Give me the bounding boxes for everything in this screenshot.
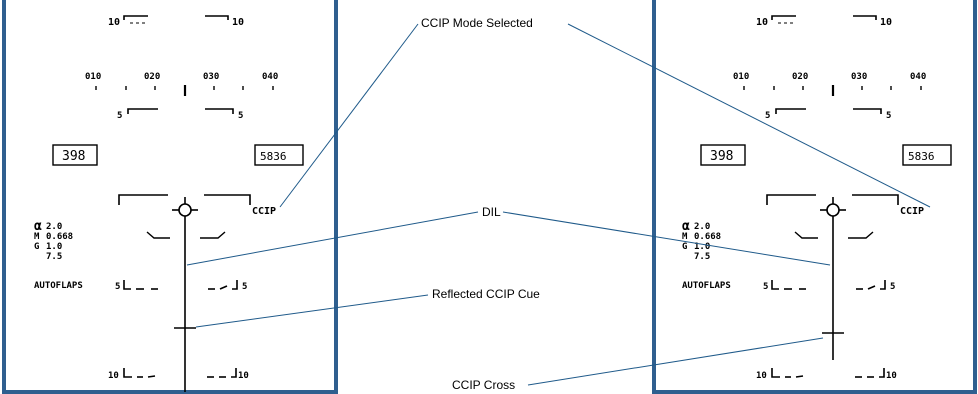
leader-dil-left <box>186 211 479 266</box>
r-pitch-bar-neg5-right-dash2 <box>867 285 876 290</box>
pitch-bar-neg10-left <box>123 368 132 378</box>
pitch-bar-neg5-right <box>232 280 238 290</box>
r-pitch-label-5-left: 5 <box>765 111 770 121</box>
leader-dil-right <box>502 211 831 266</box>
leader-reflected-ccip <box>195 294 429 328</box>
r-airspeed-box <box>700 144 746 166</box>
r-alpha-label: α <box>682 219 690 234</box>
leader-ccip-mode-right <box>567 23 931 208</box>
pitch-label-5-left: 5 <box>117 111 122 121</box>
vv-bracket-left <box>118 194 168 205</box>
r-pitch-bar-10-right <box>853 15 877 20</box>
altitude-value: 5836 <box>260 150 287 163</box>
pitch-label-10-top-left: 10 <box>108 17 120 28</box>
r-pitch-bar-neg10-right <box>879 368 885 378</box>
pitch-label-10-top-right: 10 <box>232 17 244 28</box>
r-altitude-box <box>902 144 952 166</box>
r-pitch-bar-10-left <box>771 15 796 20</box>
pitch-bar-neg10-right <box>231 368 237 378</box>
r-pitch-bar-neg10-left-dash2 <box>795 375 804 378</box>
heading-010: 010 <box>85 72 101 82</box>
r-vv-bracket-left <box>766 194 816 205</box>
r-pitch-label-neg5-left: 5 <box>763 282 768 292</box>
horizon-bar-right <box>200 231 226 239</box>
airspeed-value: 398 <box>62 149 85 164</box>
pitch-bar-neg5-left <box>123 280 131 290</box>
r-pitch-label-neg10-right: 10 <box>886 371 897 381</box>
r-heading-tick-marks <box>743 85 922 96</box>
alpha-value: 2.0 <box>46 222 62 232</box>
r-altitude-value: 5836 <box>908 150 935 163</box>
callouts: CCIP Mode Selected DIL Reflected CCIP Cu… <box>186 16 931 392</box>
r-pitch-bar-5-right <box>853 108 882 114</box>
callout-ccip-cross: CCIP Cross <box>452 378 515 392</box>
r-pitch-label-neg10-left: 10 <box>756 371 767 381</box>
altitude-box <box>254 144 304 166</box>
pitch-bar-5-right <box>205 108 234 114</box>
r-velocity-vector-circle <box>826 203 840 217</box>
pitch-bar-10-right <box>205 15 229 20</box>
r-vv-bracket-right <box>852 194 899 205</box>
r-ccip-mode-label: CCIP <box>900 206 924 217</box>
heading-040: 040 <box>262 72 278 82</box>
ccip-mode-label: CCIP <box>252 206 276 217</box>
pitch-bar-10-left <box>123 15 148 20</box>
r-extra-value: 7.5 <box>694 252 710 262</box>
pitch-bar-neg10-left-dash2 <box>147 375 156 378</box>
airspeed-box <box>52 144 98 166</box>
r-pitch-label-10-top-left: 10 <box>756 17 768 28</box>
callout-dil: DIL <box>482 205 501 219</box>
g-label: G <box>34 242 39 252</box>
heading-030: 030 <box>203 72 219 82</box>
callout-reflected-ccip-cue: Reflected CCIP Cue <box>432 287 540 301</box>
vv-bracket-right <box>204 194 251 205</box>
horizon-bar-left <box>146 231 170 239</box>
alpha-label: α <box>34 219 42 234</box>
r-horizon-bar-right <box>848 231 874 239</box>
r-autoflaps-label: AUTOFLAPS <box>682 281 731 291</box>
pitch-label-neg10-right: 10 <box>238 371 249 381</box>
r-airspeed-value: 398 <box>710 149 733 164</box>
r-heading-040: 040 <box>910 72 926 82</box>
autoflaps-label: AUTOFLAPS <box>34 281 83 291</box>
r-heading-010: 010 <box>733 72 749 82</box>
pitch-label-neg5-left: 5 <box>115 282 120 292</box>
pitch-label-5-right: 5 <box>238 111 243 121</box>
pitch-label-neg10-left: 10 <box>108 371 119 381</box>
r-g-label: G <box>682 242 687 252</box>
hud-right: 10 10 010 020 030 040 5 5 398 5836 CCIP <box>652 0 977 394</box>
r-heading-030: 030 <box>851 72 867 82</box>
hud-left: 10 10 010 020 030 040 5 5 398 5836 <box>2 0 338 394</box>
r-pitch-bar-neg5-left <box>771 280 779 290</box>
r-mach-label: M <box>682 232 688 242</box>
pitch-bar-5-left <box>127 108 158 114</box>
heading-020: 020 <box>144 72 160 82</box>
pitch-label-neg5-right: 5 <box>242 282 247 292</box>
r-mach-value: 0.668 <box>694 232 721 242</box>
r-pitch-label-10-top-right: 10 <box>880 17 892 28</box>
r-pitch-bar-neg5-right <box>880 280 886 290</box>
r-alpha-value: 2.0 <box>694 222 710 232</box>
callout-ccip-mode-selected: CCIP Mode Selected <box>421 16 533 30</box>
r-pitch-label-neg5-right: 5 <box>890 282 895 292</box>
r-pitch-bar-5-left <box>775 108 806 114</box>
mach-value: 0.668 <box>46 232 73 242</box>
leader-ccip-mode-left <box>279 23 419 208</box>
g-value: 1.0 <box>46 242 62 252</box>
heading-tick-marks <box>95 85 274 96</box>
r-pitch-bar-neg10-left <box>771 368 780 378</box>
extra-value: 7.5 <box>46 252 62 262</box>
pitch-bar-neg5-right-dash2 <box>219 285 228 290</box>
r-pitch-label-5-right: 5 <box>886 111 891 121</box>
r-heading-020: 020 <box>792 72 808 82</box>
mach-label: M <box>34 232 40 242</box>
r-horizon-bar-left <box>794 231 818 239</box>
leader-ccip-cross <box>527 337 824 386</box>
velocity-vector-circle <box>178 203 192 217</box>
r-g-value: 1.0 <box>694 242 710 252</box>
